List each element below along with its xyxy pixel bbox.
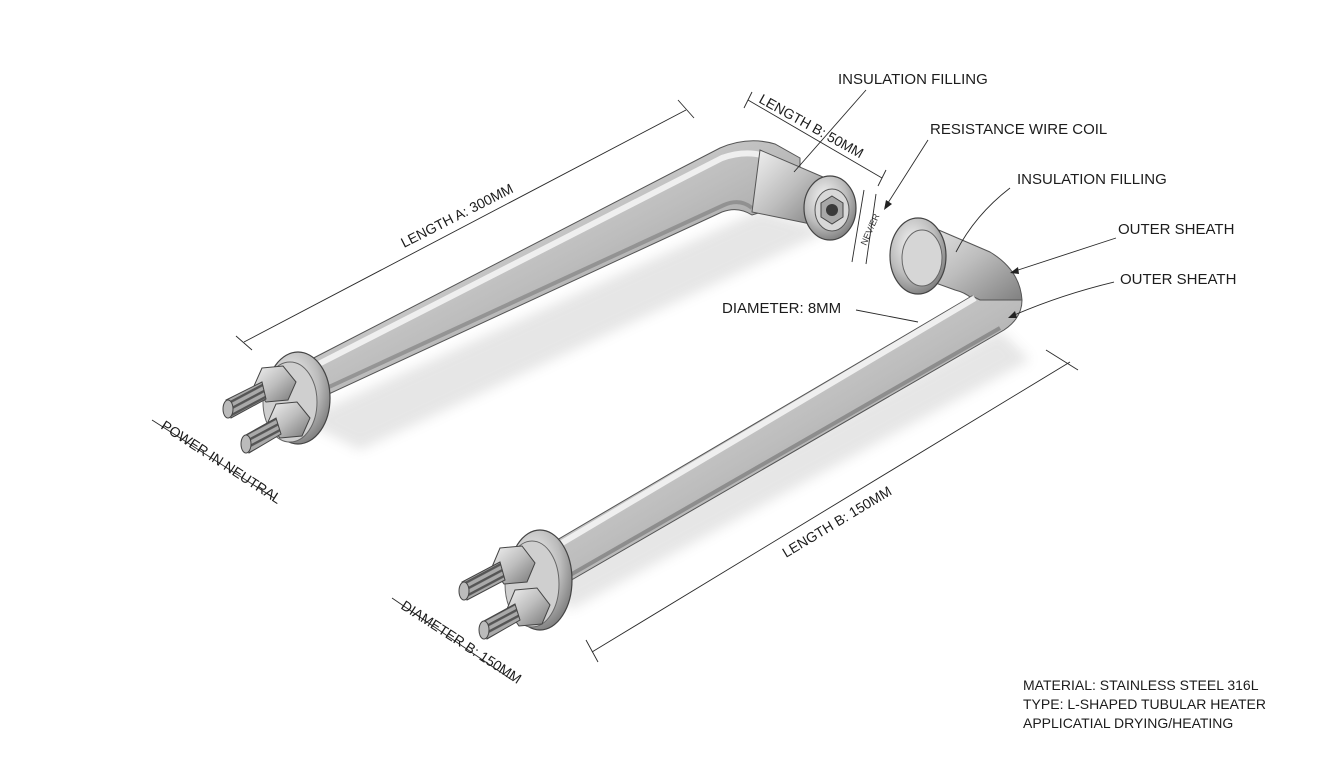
spec-application: APPLICATIAL DRYING/HEATING bbox=[1023, 715, 1234, 731]
lower-tube bbox=[458, 217, 1023, 640]
callout-insulation-filling-top: INSULATION FILLING bbox=[838, 71, 988, 88]
spec-type: TYPE: L-SHAPED TUBULAR HEATER bbox=[1023, 696, 1266, 712]
label-length-b-long: LENGTH B: 150MM bbox=[779, 483, 894, 561]
callout-leaders bbox=[793, 89, 1117, 323]
spec-block: MATERIAL: STAINLESS STEEL 316L TYPE: L-S… bbox=[1023, 676, 1323, 733]
callout-labels: INSULATION FILLING RESISTANCE WIRE COIL … bbox=[722, 71, 1236, 317]
callout-diameter: DIAMETER: 8MM bbox=[722, 300, 841, 317]
callout-resistance-wire-coil: RESISTANCE WIRE COIL bbox=[930, 121, 1107, 138]
callout-outer-sheath-2: OUTER SHEATH bbox=[1120, 271, 1236, 288]
gap-label: NEV/ER bbox=[859, 212, 882, 247]
callout-outer-sheath-1: OUTER SHEATH bbox=[1118, 221, 1234, 238]
callout-insulation-filling-mid: INSULATION FILLING bbox=[1017, 171, 1167, 188]
upper-tube bbox=[222, 140, 857, 454]
label-length-a: LENGTH A: 300MM bbox=[398, 180, 515, 250]
dimension-lines bbox=[151, 91, 1079, 681]
shadows bbox=[300, 210, 1030, 610]
spec-material: MATERIAL: STAINLESS STEEL 316L bbox=[1023, 677, 1259, 693]
